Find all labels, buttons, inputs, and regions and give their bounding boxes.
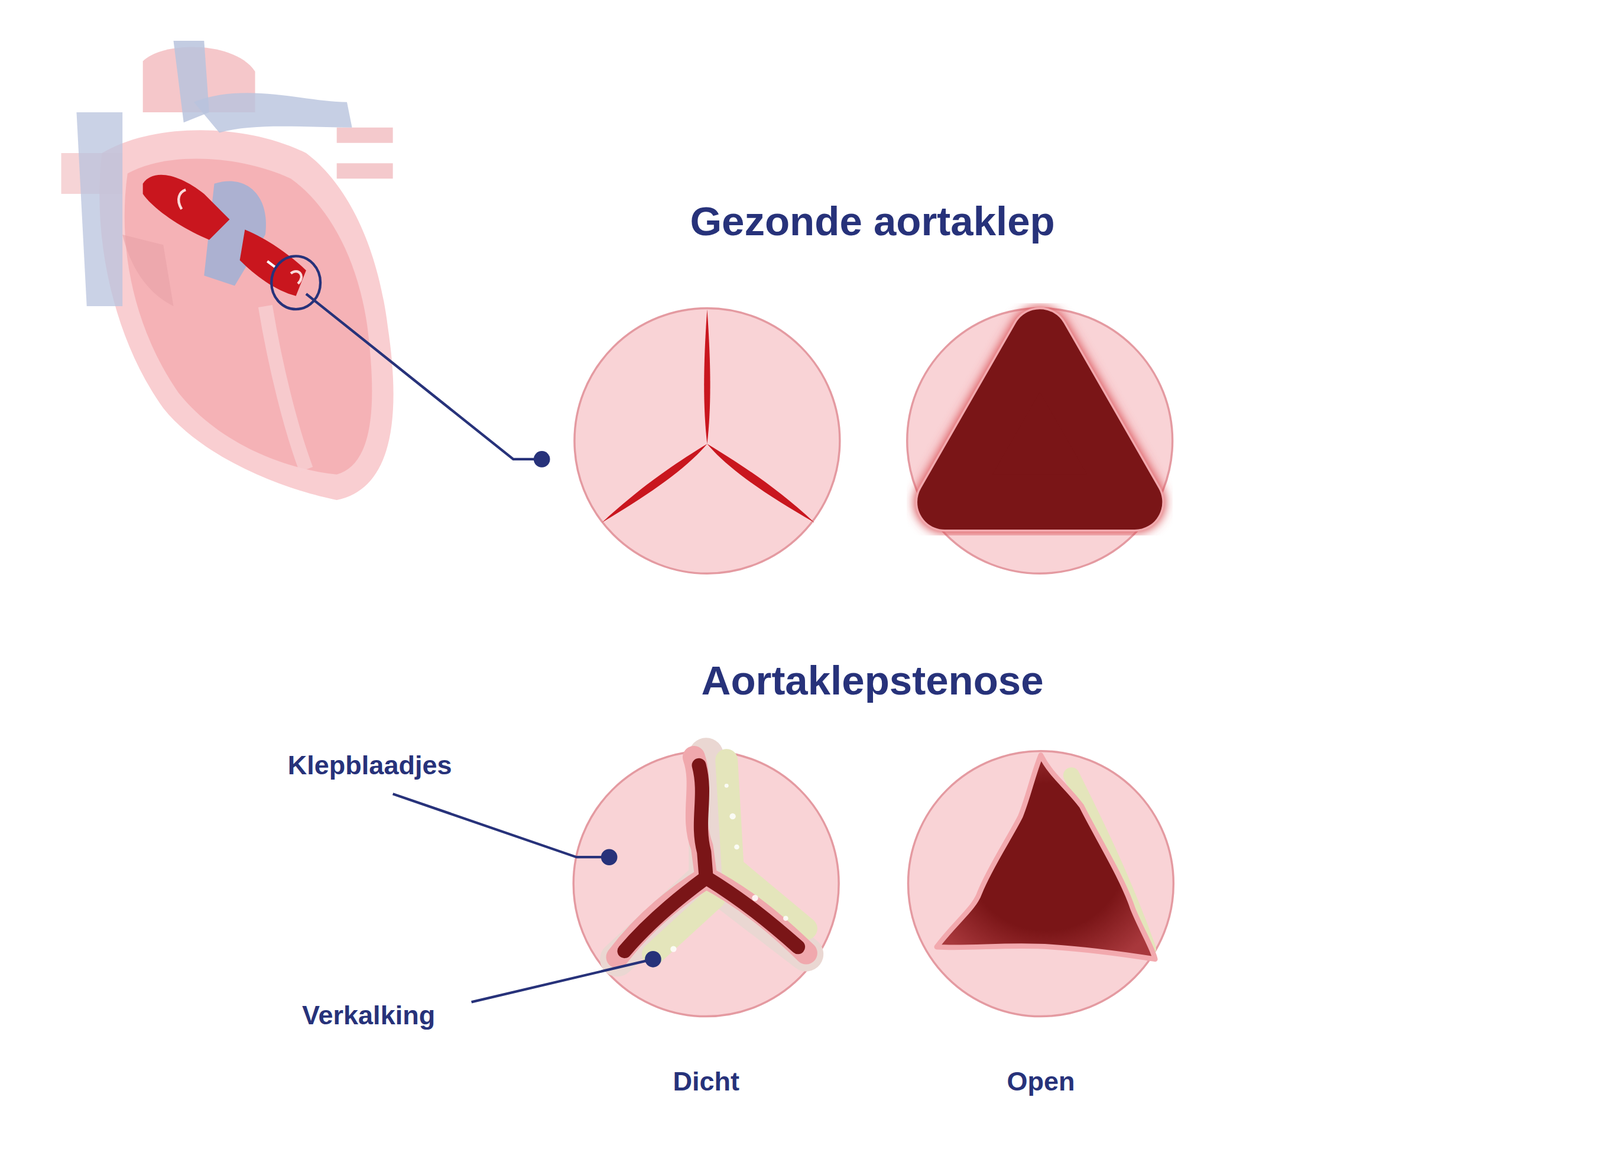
healthy-valve-closed [574, 307, 840, 574]
healthy-valve-open [907, 307, 1173, 574]
leader-dot [644, 951, 662, 968]
state-label: Dicht [672, 1066, 740, 1098]
state-label: Open [1006, 1066, 1075, 1098]
leader-dot [601, 848, 618, 866]
stenosis-valve-open [907, 751, 1174, 1017]
part-label: Verkalking [302, 1000, 436, 1031]
leader-line [393, 793, 610, 858]
part-label: Klepblaadjes [287, 750, 453, 781]
heart-illustration [61, 40, 394, 501]
leader-line [306, 293, 543, 460]
leader-line [471, 959, 654, 1003]
section-title: Aortaklepstenose [701, 657, 1044, 704]
stenosis-valve-closed [573, 751, 839, 1017]
section-title: Gezonde aortaklep [689, 198, 1055, 245]
leader-dot [533, 450, 551, 468]
